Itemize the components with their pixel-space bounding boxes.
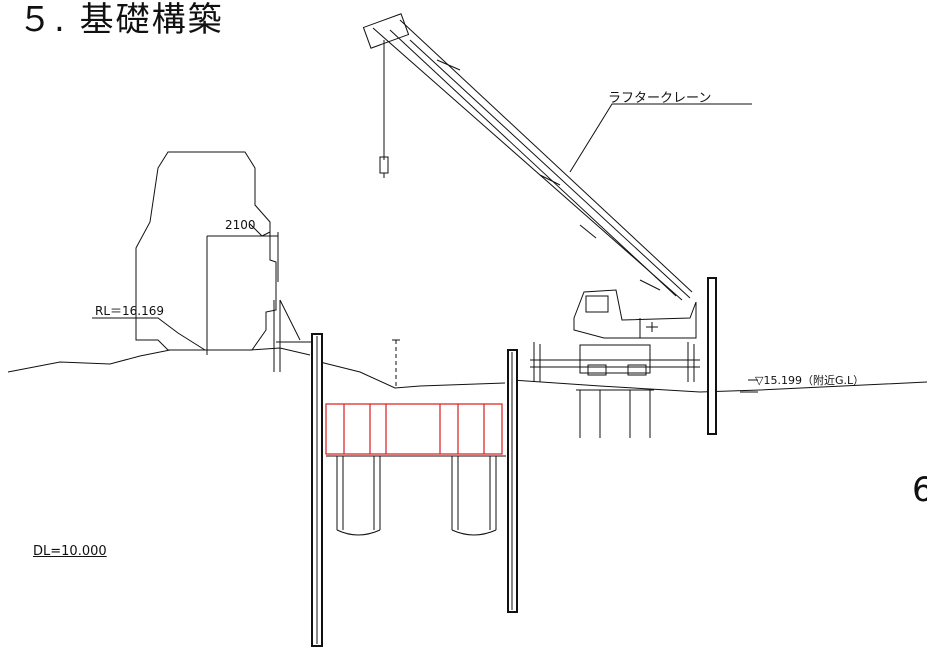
dimension-label: 2100: [225, 218, 256, 232]
pile-left: [336, 456, 381, 536]
page-number-fragment: 6: [912, 470, 927, 510]
sheet-pile-crane: [707, 277, 717, 435]
datum-level-label: DL=10.000: [33, 544, 107, 559]
crane-leader: [569, 103, 752, 173]
pile-right: [451, 456, 497, 536]
left-bracket: [276, 299, 312, 372]
ground-line-slope: [319, 361, 506, 389]
rail-level-label: RL＝16.169: [95, 304, 165, 318]
crane-label: ラフタークレーン: [608, 91, 712, 106]
train-envelope: [135, 151, 277, 351]
ground-level-label: ▽15.199（附近G.L）: [755, 374, 865, 387]
crane-base: [530, 342, 700, 438]
ground-line-right: [511, 379, 927, 393]
rl-leader: [92, 317, 206, 351]
ground-line-left: [7, 347, 311, 373]
crane-boom: [362, 13, 693, 301]
crane-cab: [573, 289, 697, 339]
footing-formwork: [325, 403, 503, 455]
page-title: ５. 基礎構築: [18, 0, 224, 40]
